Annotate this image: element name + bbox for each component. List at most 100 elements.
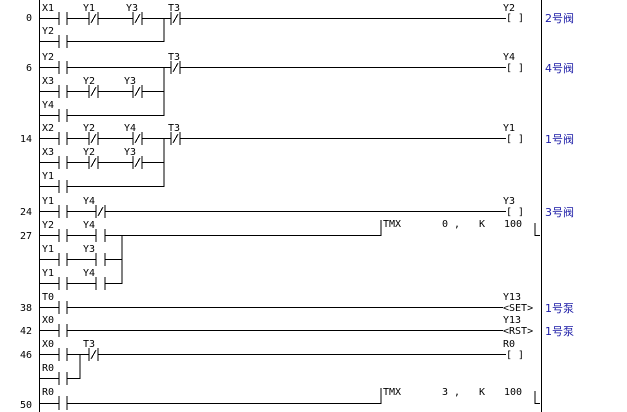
svg-text:Y1: Y1 — [42, 196, 54, 207]
contact-nc[interactable]: T3 — [83, 339, 99, 361]
svg-text:Y4: Y4 — [124, 123, 136, 134]
contact-no[interactable]: Y2 — [42, 220, 68, 242]
output-coil[interactable]: Y13 <RST> — [503, 315, 533, 337]
svg-text:X3: X3 — [42, 76, 54, 87]
contact-nc[interactable]: Y3 — [126, 3, 143, 25]
output-coil[interactable]: Y3 [ ] — [503, 196, 524, 218]
step-number: 6 — [26, 63, 32, 74]
svg-text:T3: T3 — [168, 52, 180, 63]
contact-no[interactable]: X0 — [42, 315, 68, 337]
contact-no[interactable]: X3 — [42, 147, 68, 169]
contact-nc[interactable]: T3 — [168, 123, 181, 145]
contact-nc[interactable]: T3 — [168, 3, 181, 25]
step-number: 24 — [20, 207, 32, 218]
step-number: 42 — [20, 326, 32, 337]
svg-text:K: K — [479, 219, 485, 230]
rung-24[interactable]: 24 Y1 Y4 Y3 [ ] 3号阀 — [20, 196, 574, 219]
rung-42[interactable]: 42 X0 Y13 <RST> 1号泵 — [20, 315, 574, 338]
contact-no[interactable]: Y4 — [83, 268, 106, 290]
contact-no[interactable]: X0 — [42, 339, 68, 361]
output-coil[interactable]: Y4 [ ] — [503, 52, 524, 74]
svg-text:X2: X2 — [42, 123, 54, 134]
coil-comment: 1号阀 — [545, 132, 574, 146]
contact-nc[interactable]: Y3 — [124, 76, 143, 98]
svg-text:Y13: Y13 — [503, 315, 521, 326]
output-coil[interactable]: R0 [ ] — [503, 339, 524, 361]
svg-text:0 ,: 0 , — [442, 219, 460, 230]
svg-text:Y4: Y4 — [83, 268, 95, 279]
contact-no[interactable]: Y2 — [42, 52, 68, 74]
contact-nc[interactable]: Y2 — [83, 76, 99, 98]
contact-no[interactable]: X2 — [42, 123, 68, 145]
contact-no[interactable]: Y1 — [42, 268, 68, 290]
coil-comment: 1号泵 — [545, 325, 574, 338]
contact-no[interactable]: Y1 — [42, 196, 68, 218]
svg-text:Y1: Y1 — [42, 244, 54, 255]
svg-text:Y3: Y3 — [124, 147, 136, 158]
svg-text:Y4: Y4 — [42, 100, 54, 111]
svg-text:[ ]: [ ] — [506, 134, 524, 145]
output-coil[interactable]: Y2 [ ] — [503, 3, 524, 24]
contact-nc[interactable]: Y4 — [83, 196, 106, 218]
rung-6[interactable]: 6 Y2 T3 X3 Y2 Y3 Y4 Y4 [ ] 4号阀 — [26, 52, 574, 122]
step-number: 14 — [20, 134, 32, 145]
svg-text:Y3: Y3 — [124, 76, 136, 87]
contact-nc[interactable]: Y3 — [124, 147, 143, 169]
svg-text:R0: R0 — [42, 363, 54, 374]
svg-text:T0: T0 — [42, 292, 54, 303]
contact-no[interactable]: Y4 — [42, 100, 68, 122]
svg-text:X3: X3 — [42, 147, 54, 158]
contact-nc[interactable]: Y4 — [124, 123, 143, 145]
rung-46[interactable]: 46 X0 T3 R0 R0 [ ] — [20, 339, 524, 385]
svg-text:<SET>: <SET> — [503, 303, 533, 314]
timer-instruction[interactable]: TMX 3 , K 100 — [383, 387, 540, 404]
contact-no[interactable]: Y2 — [42, 26, 68, 48]
contact-no[interactable]: R0 — [42, 387, 68, 410]
contact-nc[interactable]: Y2 — [83, 123, 99, 145]
svg-text:Y1: Y1 — [83, 3, 95, 14]
svg-text:Y2: Y2 — [83, 147, 95, 158]
rung-50[interactable]: 50 R0 TMX 3 , K 100 — [20, 387, 540, 411]
contact-no[interactable]: T0 — [42, 292, 68, 314]
contact-no[interactable]: X1 — [42, 3, 68, 25]
step-number: 0 — [26, 13, 32, 24]
rung-27[interactable]: 27 Y2 Y4 Y1 Y3 Y1 Y4 TMX 0 , K 100 — [20, 219, 540, 290]
contact-no[interactable]: Y3 — [83, 244, 106, 266]
svg-text:TMX: TMX — [383, 387, 401, 398]
coil-comment: 3号阀 — [545, 205, 574, 219]
svg-text:R0: R0 — [42, 387, 54, 398]
svg-text:T3: T3 — [168, 123, 180, 134]
svg-text:Y2: Y2 — [83, 123, 95, 134]
coil-comment: 2号阀 — [545, 11, 574, 25]
output-coil[interactable]: Y1 [ ] — [503, 123, 524, 145]
svg-text:Y2: Y2 — [503, 3, 515, 14]
contact-no[interactable]: Y1 — [42, 171, 68, 193]
rung-0[interactable]: 0 X1 Y1 Y3 T3 Y2 Y2 [ ] 2号阀 — [26, 3, 574, 48]
svg-text:Y2: Y2 — [42, 52, 54, 63]
contact-nc[interactable]: T3 — [168, 52, 181, 74]
timer-instruction[interactable]: TMX 0 , K 100 — [383, 219, 540, 236]
svg-text:3 ,: 3 , — [442, 387, 460, 398]
contact-no[interactable]: R0 — [42, 363, 68, 385]
contact-no[interactable]: Y1 — [42, 244, 68, 266]
rung-38[interactable]: 38 T0 Y13 <SET> 1号泵 — [20, 292, 574, 315]
svg-text:100: 100 — [504, 219, 522, 230]
contact-nc[interactable]: Y1 — [83, 3, 99, 25]
svg-text:Y2: Y2 — [42, 220, 54, 231]
step-number: 50 — [20, 400, 32, 411]
svg-text:Y3: Y3 — [503, 196, 515, 207]
svg-text:[ ]: [ ] — [506, 207, 524, 218]
svg-text:X0: X0 — [42, 339, 54, 350]
contact-no[interactable]: X3 — [42, 76, 68, 98]
contact-nc[interactable]: Y2 — [83, 147, 99, 169]
contact-no[interactable]: Y4 — [83, 220, 106, 242]
step-number: 38 — [20, 303, 32, 314]
output-coil[interactable]: Y13 <SET> — [503, 292, 533, 314]
svg-text:TMX: TMX — [383, 219, 401, 230]
svg-text:Y2: Y2 — [42, 26, 54, 37]
rung-14[interactable]: 14 X2 Y2 Y4 T3 X3 Y2 Y3 Y1 Y1 [ ] 1号阀 — [20, 123, 574, 193]
svg-text:Y4: Y4 — [83, 196, 95, 207]
svg-text:Y4: Y4 — [83, 220, 95, 231]
